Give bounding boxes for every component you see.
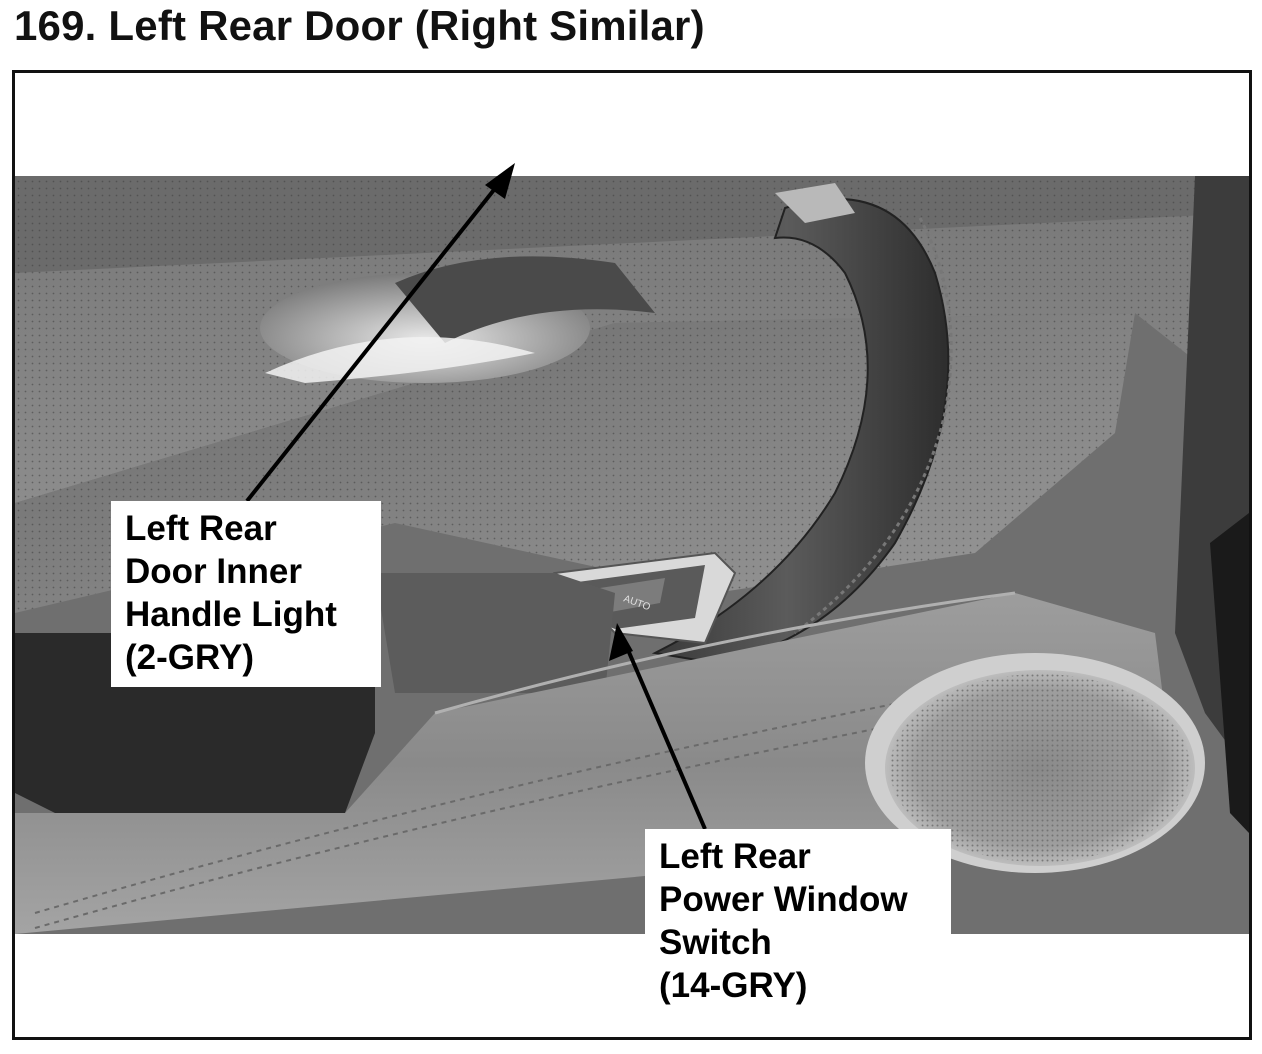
figure-frame: AUTO Left Rear Door Inner Handle Light (…: [12, 70, 1252, 1040]
arrowhead-window-switch: [609, 623, 633, 661]
callout-door-inner-handle-light: Left Rear Door Inner Handle Light (2-GRY…: [111, 501, 381, 687]
callout-line: (2-GRY): [125, 638, 254, 677]
callout-line: (14-GRY): [659, 966, 808, 1005]
callout-line: Power Window: [659, 880, 908, 919]
callout-line: Handle Light: [125, 595, 337, 634]
callout-line: Left Rear: [125, 509, 277, 548]
callout-line: Door Inner: [125, 552, 302, 591]
arrowhead-handle-light: [485, 163, 515, 199]
callout-line: Switch: [659, 923, 772, 962]
callout-line: Left Rear: [659, 837, 811, 876]
figure-title: 169. Left Rear Door (Right Similar): [14, 2, 705, 49]
callout-power-window-switch: Left Rear Power Window Switch (14-GRY): [645, 829, 951, 1015]
